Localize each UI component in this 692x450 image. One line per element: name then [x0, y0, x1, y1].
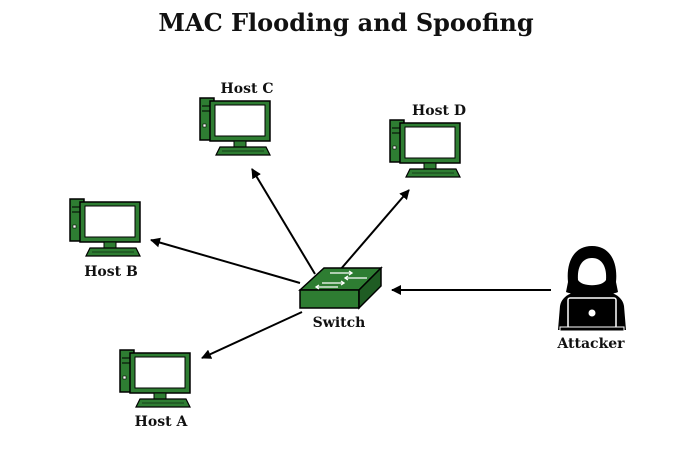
attacker-label: Attacker [556, 336, 625, 352]
node-switch[interactable]: Switch [298, 266, 383, 331]
node-host-b[interactable]: Host B [69, 198, 141, 280]
desktop-computer-icon [389, 119, 461, 178]
node-host-a[interactable]: Host A [119, 349, 191, 430]
desktop-computer-icon [199, 97, 271, 156]
node-attacker[interactable]: Attacker [556, 246, 626, 352]
diagram-title: MAC Flooding and Spoofing [158, 8, 534, 37]
network-switch-icon [298, 266, 383, 310]
edge-switch-host-b [150, 237, 301, 284]
host-a-label: Host A [135, 414, 189, 430]
node-host-d[interactable]: Host D [389, 103, 466, 178]
edge-switch-host-d [339, 189, 410, 271]
desktop-computer-icon [119, 349, 191, 408]
desktop-computer-icon [69, 198, 141, 257]
switch-label: Switch [313, 315, 366, 331]
host-c-label: Host C [221, 81, 274, 97]
edge-switch-host-c [251, 168, 316, 275]
hooded-hacker-laptop-icon [558, 246, 626, 332]
node-host-c[interactable]: Host C [199, 81, 274, 156]
edge-switch-host-a [201, 311, 303, 359]
host-d-label: Host D [412, 103, 466, 119]
host-b-label: Host B [84, 264, 138, 280]
